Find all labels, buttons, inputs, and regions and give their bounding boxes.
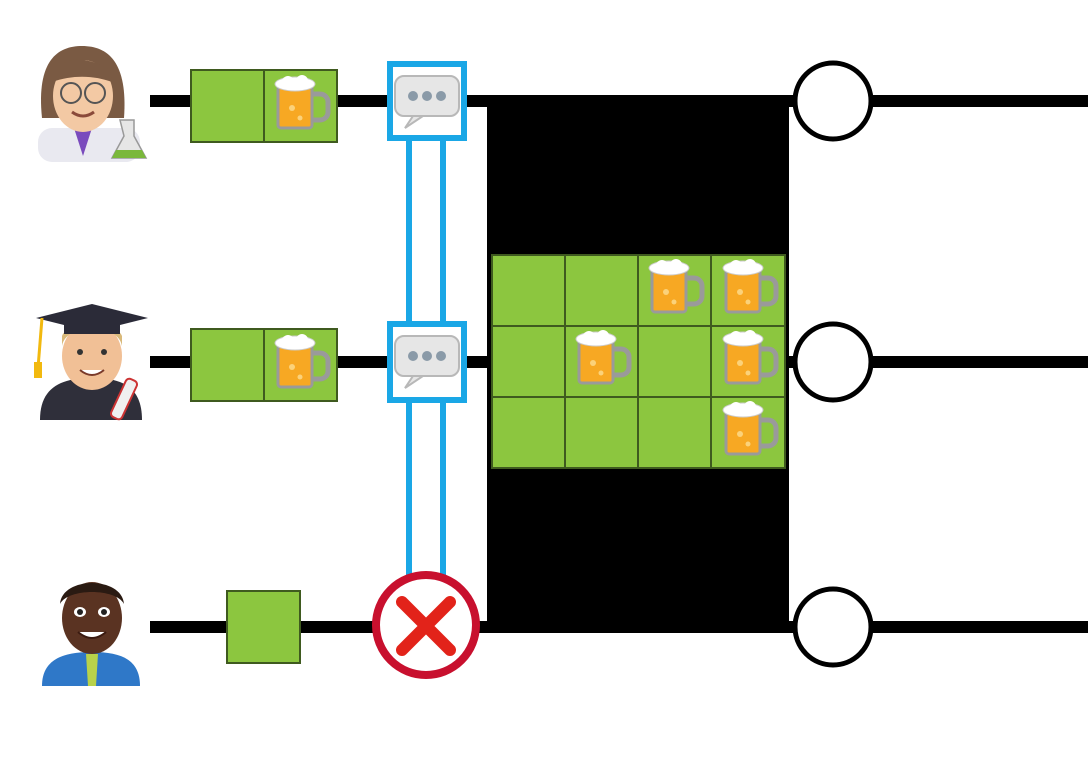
- man-icon: [42, 582, 140, 686]
- input-cells: [190, 69, 338, 664]
- cell-empty: [190, 69, 265, 143]
- output-circle-bottom: [792, 586, 874, 668]
- output-circles: [792, 60, 874, 668]
- output-circle-middle: [792, 321, 874, 403]
- communication-channel: [387, 61, 467, 583]
- cell-empty: [190, 328, 265, 402]
- woman-scientist-icon: [38, 46, 148, 162]
- graduate-icon: [34, 304, 148, 421]
- cell-empty: [226, 590, 301, 664]
- output-circle-top: [792, 60, 874, 142]
- error-x-icon: [372, 571, 480, 679]
- result-grid: [491, 254, 786, 469]
